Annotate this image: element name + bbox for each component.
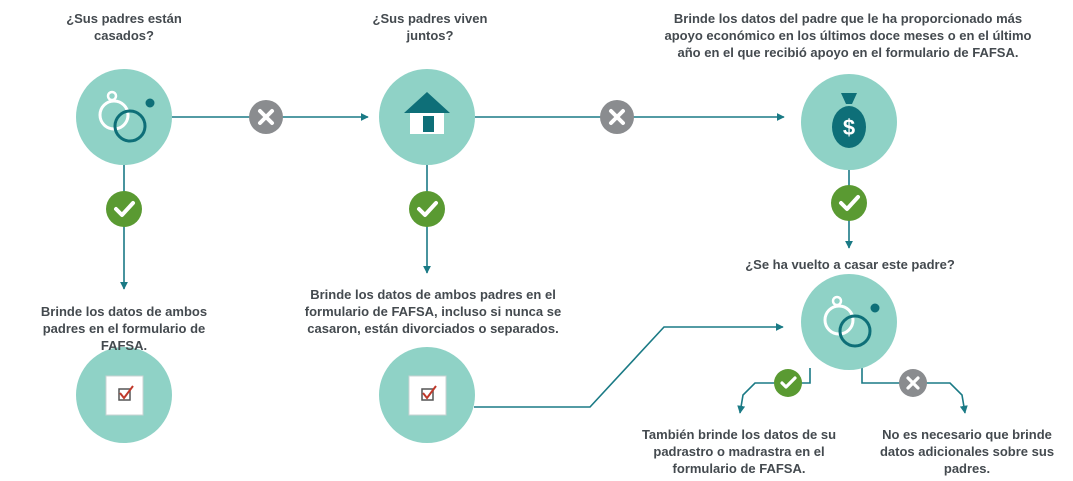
- question-remarried-line-1: ¿Se ha vuelto a casar este padre?: [745, 257, 955, 272]
- instruction-stepparent: También brinde los datos de su padrastro…: [614, 426, 864, 477]
- connector-q4-to-l1: [737, 368, 811, 414]
- x-icon: [258, 109, 274, 125]
- dollar-symbol: $: [843, 115, 855, 140]
- checkbox-form-icon: [105, 375, 144, 416]
- instruction-most-support: Brinde los datos del padre que le ha pro…: [628, 10, 1068, 61]
- question-married: ¿Sus padres están casados?: [30, 10, 218, 44]
- yes-badge-q1: [106, 191, 142, 227]
- check-icon: [780, 376, 797, 389]
- interlocking-rings-icon: [823, 295, 880, 348]
- instruction-both-parents-together-line-2: formulario de FAFSA, incluso si nunca se: [304, 304, 562, 319]
- connector-q4-to-l2: [861, 368, 968, 414]
- instruction-stepparent-line-2: padrastro o madrastra en el: [653, 444, 825, 459]
- question-remarried: ¿Se ha vuelto a casar este padre?: [690, 256, 1010, 273]
- connector-b2-to-q4: [474, 323, 784, 408]
- node-married-circle: [76, 69, 172, 165]
- node-form-circle-2: [379, 347, 475, 443]
- question-live-together-line-2: juntos?: [406, 28, 454, 43]
- instruction-most-support-line-2: apoyo económico en los últimos doce mese…: [664, 28, 1032, 43]
- instruction-both-parents-together-line-3: casaron, están divorciados o separados.: [307, 321, 559, 336]
- check-icon: [114, 201, 135, 217]
- no-badge-q1: [249, 100, 283, 134]
- question-live-together-line-1: ¿Sus padres viven: [372, 11, 488, 26]
- instruction-no-additional-line-2: datos adicionales sobre sus: [879, 444, 1055, 459]
- instruction-stepparent-line-3: formulario de FAFSA.: [672, 461, 806, 476]
- yes-badge-q4: [774, 369, 802, 397]
- x-icon: [609, 109, 625, 125]
- no-badge-q2: [600, 100, 634, 134]
- question-married-line-1: ¿Sus padres están: [66, 11, 182, 26]
- question-live-together: ¿Sus padres viven juntos?: [336, 10, 524, 44]
- house-icon: [404, 92, 450, 134]
- instruction-stepparent-line-1: También brinde los datos de su: [641, 427, 837, 442]
- yes-badge-q2: [409, 191, 445, 227]
- instruction-no-additional-line-3: padres.: [943, 461, 991, 476]
- x-icon: [906, 376, 920, 390]
- instruction-both-parents-together: Brinde los datos de ambos padres en el f…: [283, 286, 583, 337]
- checkbox-form-icon: [408, 375, 447, 416]
- instruction-no-additional-line-1: No es necesario que brinde: [882, 427, 1052, 442]
- instruction-both-parents-married-line-2: padres en el formulario de FAFSA.: [42, 321, 206, 353]
- interlocking-rings-icon: [98, 90, 155, 143]
- question-married-line-2: casados?: [94, 28, 154, 43]
- instruction-most-support-line-3: año en el que recibió apoyo en el formul…: [677, 45, 1019, 60]
- node-remarried-circle: [801, 274, 897, 370]
- no-badge-q4: [899, 369, 927, 397]
- node-most-support-circle: $: [801, 74, 897, 170]
- yes-badge-q3: [831, 185, 867, 221]
- instruction-most-support-line-1: Brinde los datos del padre que le ha pro…: [673, 11, 1023, 26]
- check-icon: [417, 201, 438, 217]
- check-icon: [839, 195, 860, 211]
- node-live-together-circle: [379, 69, 475, 165]
- instruction-both-parents-married-line-1: Brinde los datos de ambos: [40, 304, 208, 319]
- node-form-circle-1: [76, 347, 172, 443]
- instruction-no-additional: No es necesario que brinde datos adicion…: [866, 426, 1068, 477]
- instruction-both-parents-married: Brinde los datos de ambos padres en el f…: [20, 303, 228, 354]
- money-bag-icon: $: [832, 93, 866, 148]
- instruction-both-parents-together-line-1: Brinde los datos de ambos padres en el: [310, 287, 556, 302]
